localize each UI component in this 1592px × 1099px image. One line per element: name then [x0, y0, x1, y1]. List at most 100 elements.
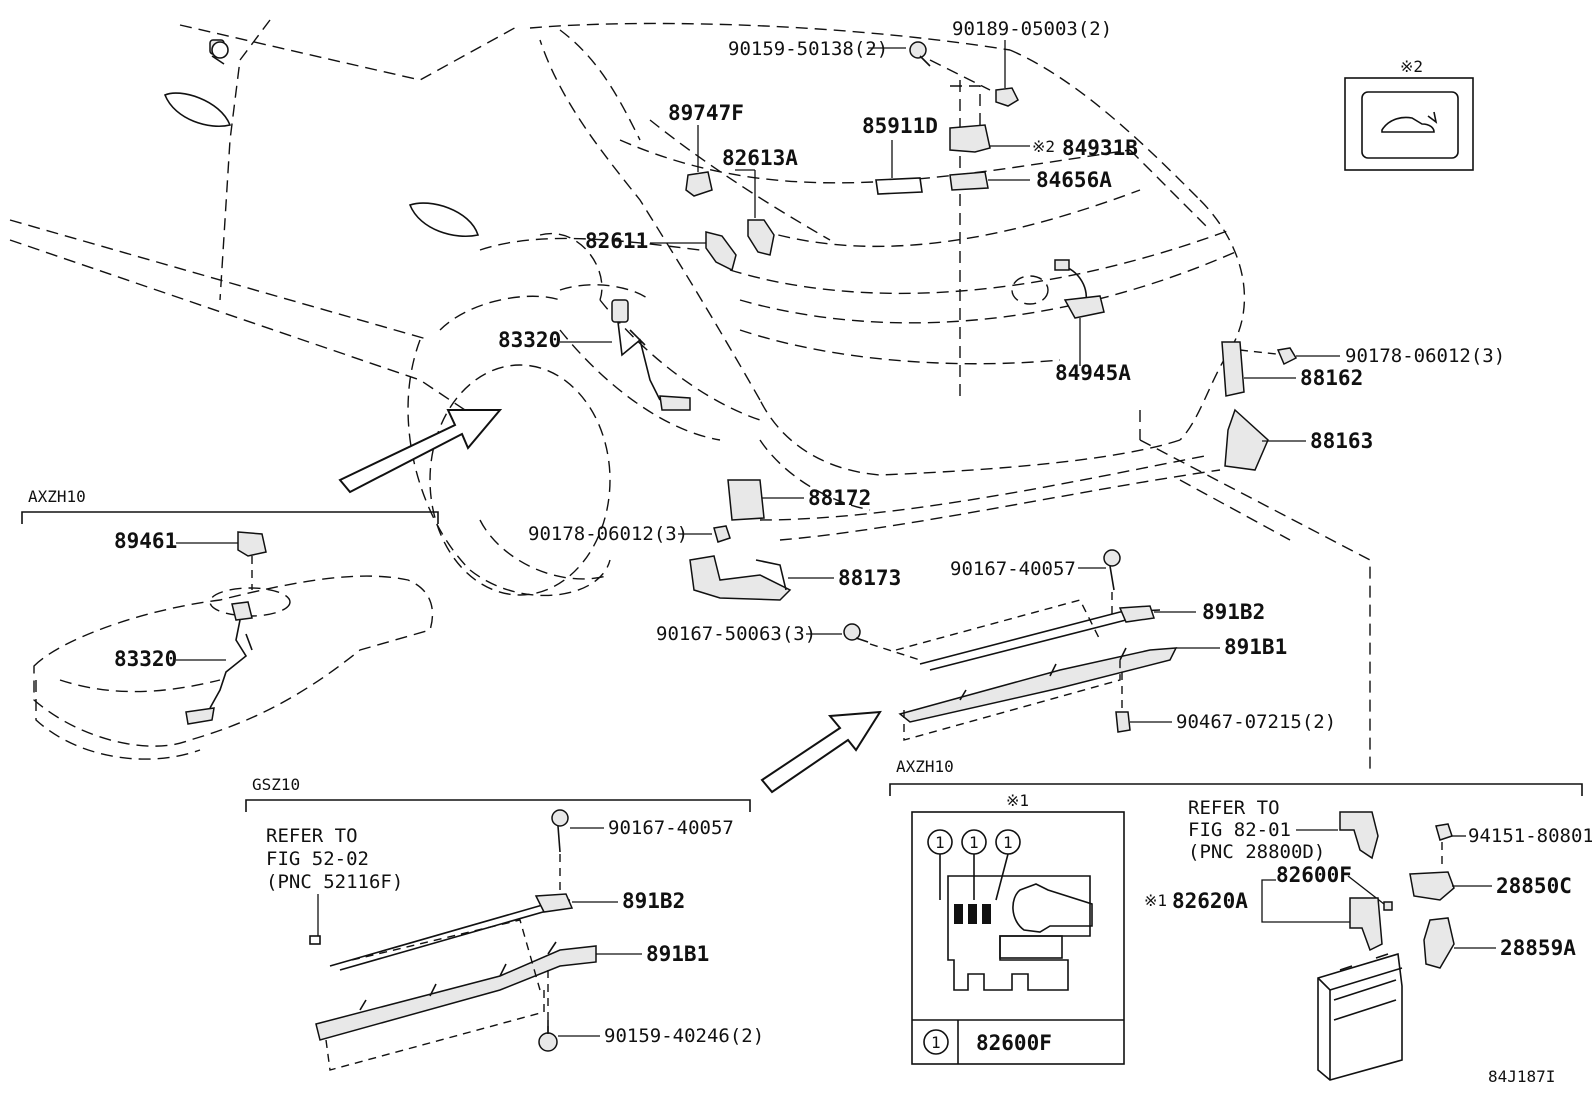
part-28859A: [1423, 917, 1455, 969]
part-ref-28800D: [1339, 811, 1379, 860]
clip-ref-52116F: [309, 935, 321, 945]
gsz10-bracket: [245, 799, 751, 812]
part-88163: [1224, 408, 1269, 471]
note1-mark: ※1: [1006, 791, 1029, 810]
part-88173: [689, 555, 792, 601]
bolt-90159-50138-part: [909, 41, 931, 67]
label-82613A: 82613A: [722, 146, 798, 170]
axzh10-left-title: AXZH10: [28, 487, 86, 506]
inset-note2-frame: [1344, 77, 1474, 171]
table-circle-label: 1: [931, 1033, 941, 1052]
label-90159-40246: 90159-40246(2): [604, 1025, 764, 1047]
table-circle-1: [923, 1029, 949, 1055]
note1-frame: [911, 811, 1125, 1065]
label-28859A: 28859A: [1500, 936, 1576, 960]
part-891B1-top: [898, 647, 1178, 723]
part-88172: [727, 479, 765, 521]
part-891B2-bot: [534, 893, 574, 913]
label-89747F: 89747F: [668, 101, 744, 125]
label-84656A: 84656A: [1036, 168, 1112, 192]
label-88163: 88163: [1310, 429, 1373, 453]
circle-label-1b: 1: [969, 833, 979, 852]
label-83320-main: 83320: [498, 328, 561, 352]
nut-90178-06012-left: [713, 525, 731, 543]
label-85911D: 85911D: [862, 114, 938, 138]
refer82-line2: FIG 82-01: [1188, 819, 1291, 841]
fuse-block: 1 1 1: [927, 829, 1093, 991]
circle-label-1a: 1: [935, 833, 945, 852]
nut-90178-06012-right: [1276, 347, 1298, 366]
bolt-90159-40246: [538, 1020, 558, 1052]
label-90167-40057-top: 90167-40057: [950, 558, 1076, 580]
bolt-90167-40057-top: [1103, 549, 1121, 591]
part-82611: [705, 231, 737, 272]
label-28850C: 28850C: [1496, 874, 1572, 898]
label-84931B: 84931B: [1062, 136, 1138, 160]
clip-90467-07215: [1115, 711, 1131, 733]
label-891B2-top: 891B2: [1202, 600, 1265, 624]
label-90178-06012-left: 90178-06012(3): [528, 523, 688, 545]
label-84945A: 84945A: [1055, 361, 1131, 385]
label-90159-50138: 90159-50138(2): [728, 38, 888, 60]
axzh10-left-bracket: [21, 511, 439, 524]
refer52-line3: (PNC 52116F): [266, 871, 403, 893]
bolt-90159-50138: [209, 39, 229, 65]
part-891B1-bot: [315, 945, 597, 1041]
label-891B1-top: 891B1: [1224, 635, 1287, 659]
label-88172: 88172: [808, 486, 871, 510]
label-88162: 88162: [1300, 366, 1363, 390]
axzh10-right-title: AXZH10: [896, 757, 954, 776]
label-90167-50063: 90167-50063(3): [656, 623, 816, 645]
part-89747F: [685, 171, 713, 197]
view-arrow-upper: [338, 409, 503, 494]
label-82620A: 82620A: [1172, 889, 1248, 913]
label-90467-07215: 90467-07215(2): [1176, 711, 1336, 733]
camera-84945A: [1054, 259, 1105, 319]
label-94151-80801: 94151-80801: [1468, 825, 1592, 847]
bolt-90167-50063: [843, 623, 869, 643]
label-82611: 82611: [585, 229, 648, 253]
part-85911D: [875, 177, 923, 195]
part-84931B: [949, 124, 991, 153]
label-84931B-mark: ※2: [1032, 137, 1055, 156]
label-82600F-table: 82600F: [976, 1031, 1052, 1055]
inset-note2-switch: [1361, 91, 1459, 159]
label-891B2-bot: 891B2: [622, 889, 685, 913]
refer52-line1: REFER TO: [266, 825, 358, 847]
drawing-id: 84J187I: [1488, 1067, 1555, 1086]
label-82620A-mark: ※1: [1144, 891, 1167, 910]
view-arrow-lower: [760, 710, 882, 794]
fuse-82600F: [1383, 901, 1393, 911]
label-82600F: 82600F: [1276, 863, 1352, 887]
label-89461: 89461: [114, 529, 177, 553]
part-88162: [1221, 341, 1245, 397]
circle-label-1c: 1: [1003, 833, 1013, 852]
battery: [1317, 952, 1403, 1081]
fuse-box-82620A: [1349, 897, 1383, 952]
part-891B2-top: [1118, 605, 1155, 623]
clip-90189-05003: [995, 87, 1019, 107]
refer82-line1: REFER TO: [1188, 797, 1280, 819]
label-88173: 88173: [838, 566, 901, 590]
refer82-line3: (PNC 28800D): [1188, 841, 1325, 863]
leader-82620A: [1261, 879, 1362, 923]
label-90189-05003: 90189-05003(2): [952, 18, 1112, 40]
axzh10-right-bracket: [889, 783, 1583, 796]
part-28850C: [1409, 871, 1455, 901]
label-90167-40057-bot: 90167-40057: [608, 817, 734, 839]
sensor-83320: [611, 299, 691, 411]
nut-94151-80801: [1435, 823, 1453, 841]
refer52-line2: FIG 52-02: [266, 848, 369, 870]
label-83320-tank: 83320: [114, 647, 177, 671]
sensor-83320-tank: [185, 601, 253, 725]
bolt-90167-40057-bot: [551, 809, 569, 853]
part-84656A: [949, 171, 989, 191]
trunk-open-icon: [1381, 116, 1435, 133]
label-90178-06012-right: 90178-06012(3): [1345, 345, 1505, 367]
label-note2-mark: ※2: [1400, 57, 1423, 76]
label-891B1-bot: 891B1: [646, 942, 709, 966]
car-body-outline: [9, 19, 1371, 770]
part-82613A: [747, 219, 775, 256]
gsz10-title: GSZ10: [252, 775, 300, 794]
